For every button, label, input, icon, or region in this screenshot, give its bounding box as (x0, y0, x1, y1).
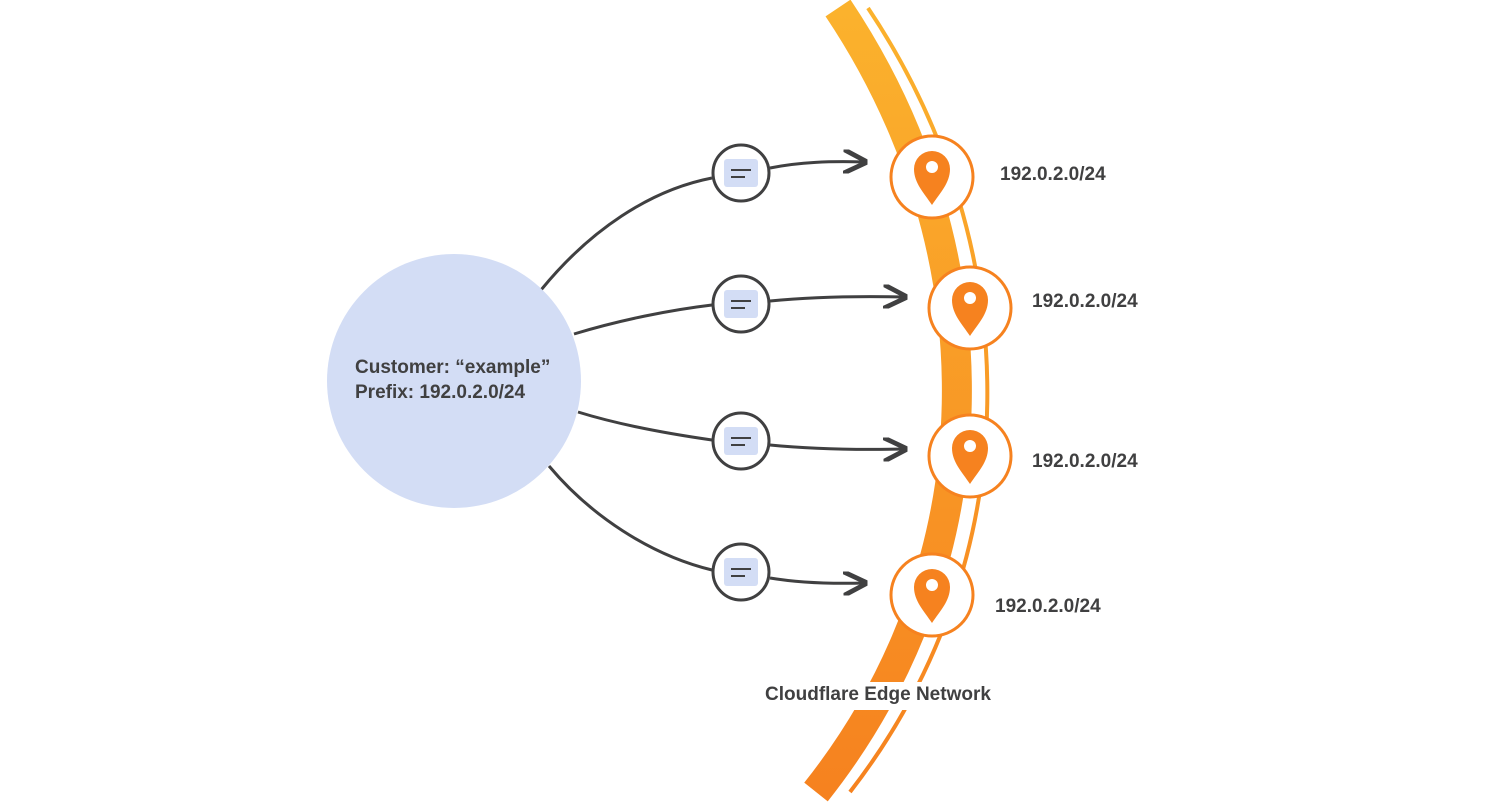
network-label-backdrop (760, 682, 1010, 710)
message-icon (724, 558, 758, 586)
message-icon (724, 290, 758, 318)
edge-network-label: Cloudflare Edge Network (765, 684, 991, 705)
message-node (711, 411, 771, 471)
location-node (889, 552, 975, 638)
message-node (711, 143, 771, 203)
arrow-line (769, 297, 905, 301)
customer-node (327, 254, 581, 508)
message-node (711, 542, 771, 602)
location-prefix-label: 192.0.2.0/24 (1000, 164, 1106, 185)
location-prefix-label: 192.0.2.0/24 (1032, 451, 1138, 472)
arrow-line (769, 578, 865, 583)
message-node (711, 274, 771, 334)
location-prefix-label: 192.0.2.0/24 (995, 596, 1101, 617)
edge-network-arc (804, 0, 990, 802)
location-nodes (889, 134, 1013, 638)
arrow-line (769, 445, 905, 449)
connection-line (547, 465, 713, 572)
message-icon (724, 427, 758, 455)
message-icon (724, 159, 758, 187)
location-node (927, 265, 1013, 351)
location-node (927, 413, 1013, 499)
customer-prefix-label: Prefix: 192.0.2.0/24 (355, 382, 526, 403)
connection-line (577, 410, 713, 442)
connection-line (539, 176, 713, 291)
location-node (889, 134, 975, 220)
arrow-line (769, 162, 865, 168)
connection-lines (539, 176, 713, 572)
message-nodes (711, 143, 771, 602)
location-prefix-label: 192.0.2.0/24 (1032, 291, 1138, 312)
connection-line (573, 303, 713, 336)
customer-name-label: Customer: “example” (355, 357, 551, 378)
arrow-lines (769, 162, 905, 584)
